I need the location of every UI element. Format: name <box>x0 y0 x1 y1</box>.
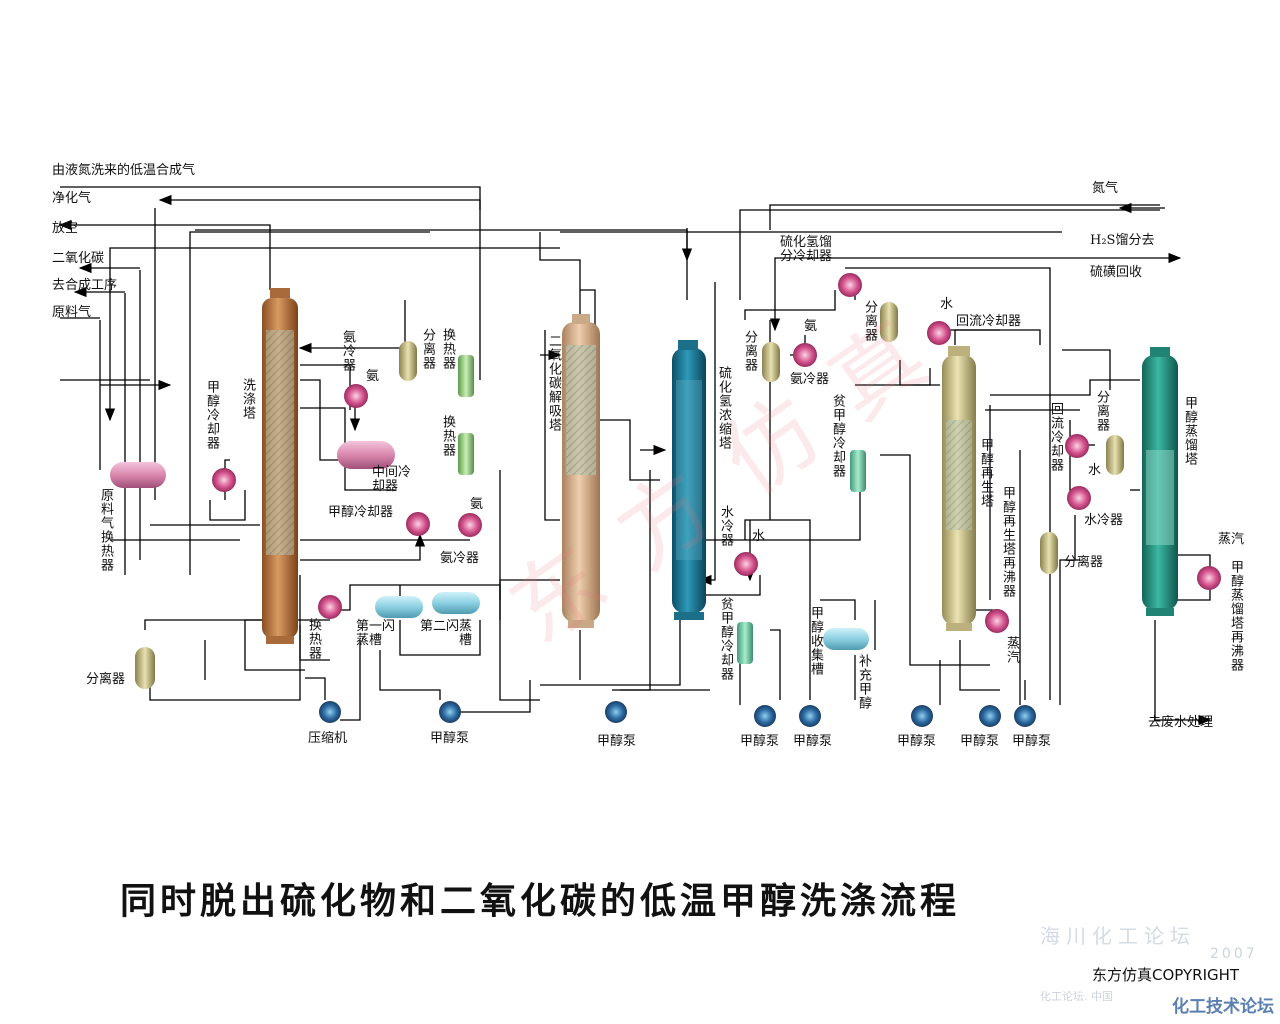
stream-label-liquid-nitrogen-syngas: 由液氮洗来的低温合成气 <box>52 163 196 178</box>
label-methanol-regen-tower: 甲醇再生塔 <box>978 438 993 508</box>
label-water-cooler-2: 水冷器 <box>1084 513 1124 528</box>
stream-label-feed-gas: 原料气 <box>52 305 92 320</box>
label-ammonia-2: 氨 <box>470 497 484 512</box>
separator-vessels[interactable] <box>135 302 1124 689</box>
pipe-lines <box>58 186 1212 726</box>
label-separator-6: 分离器 <box>1064 555 1104 570</box>
label-water-cooler-1: 水冷器 <box>718 505 733 547</box>
label-methanol-distill-tower: 甲醇蒸馏塔 <box>1182 396 1197 466</box>
label-flash-tank-2: 第二闪蒸槽 <box>419 619 472 648</box>
stream-label-to-synthesis: 去合成工序 <box>52 278 118 293</box>
label-lean-methanol-cooler-2: 贫甲醇冷却器 <box>718 597 733 681</box>
stream-label-waste-water: 去废水处理 <box>1148 715 1214 730</box>
label-pump-6: 甲醇泵 <box>960 734 1000 749</box>
h2s-concentration-tower[interactable] <box>672 340 706 620</box>
label-pump-4: 甲醇泵 <box>793 734 833 749</box>
label-heat-exchanger-2: 换热器 <box>440 415 455 457</box>
label-methanol-cooler-mid: 甲醇冷却器 <box>328 505 394 520</box>
flash-tank-1[interactable] <box>375 596 423 618</box>
label-separator-3: 分离器 <box>742 330 757 372</box>
label-pump-1: 甲醇泵 <box>430 731 470 746</box>
watermark-forum: 海川化工论坛 <box>1040 924 1196 948</box>
label-separator-5: 分离器 <box>1094 390 1109 432</box>
stream-label-co2: 二氧化碳 <box>52 251 105 266</box>
label-pump-2: 甲醇泵 <box>597 734 637 749</box>
stream-label-nitrogen: 氮气 <box>1092 181 1119 196</box>
pumps[interactable] <box>319 701 1036 727</box>
label-ammonia-cooler-1: 氨冷器 <box>340 330 355 372</box>
label-ammonia-cooler-3: 氨冷器 <box>790 372 830 387</box>
label-methanol-collect-tank: 甲醇收集槽 <box>808 606 823 676</box>
stream-label-vent: 放空 <box>52 221 79 236</box>
label-methanol-cooler-left: 甲醇冷却器 <box>204 380 219 450</box>
intermediate-cooler-vessel[interactable] <box>337 441 395 469</box>
label-pump-5: 甲醇泵 <box>897 734 937 749</box>
label-lean-methanol-cooler-1: 贫甲醇冷却器 <box>830 394 845 478</box>
flash-tank-2[interactable] <box>432 592 480 614</box>
label-water-1: 水 <box>940 297 954 312</box>
watermark-year: 2007 <box>1210 946 1258 962</box>
stream-label-purified-gas: 净化气 <box>52 191 92 206</box>
watermark-site: 化工论坛. 中国 <box>1040 990 1113 1003</box>
label-co2-desorption-tower: 二氧化碳解吸塔 <box>546 334 561 432</box>
label-pump-3: 甲醇泵 <box>740 734 780 749</box>
label-steam-2: 蒸汽 <box>1218 532 1245 547</box>
label-ammonia-3: 氨 <box>804 319 818 334</box>
label-water-3: 水 <box>1088 463 1102 478</box>
label-h2s-concentration-tower: 硫化氢浓缩塔 <box>716 366 731 450</box>
label-heat-exchanger-1: 换热器 <box>440 328 455 370</box>
diagram-title: 同时脱出硫化物和二氧化碳的低温甲醇洗涤流程 <box>120 880 961 922</box>
label-flash-tank-1: 第一闪蒸槽 <box>356 619 396 648</box>
label-water-2: 水 <box>752 529 766 544</box>
label-ammonia-cooler-2: 氨冷器 <box>440 551 480 566</box>
stream-label-h2s-cut: H₂S馏分去 <box>1090 233 1155 248</box>
label-separator-4: 分离器 <box>862 300 877 342</box>
label-wash-tower: 洗涤塔 <box>240 378 255 420</box>
label-pump-7: 甲醇泵 <box>1012 734 1052 749</box>
label-compressor: 压缩机 <box>308 731 348 746</box>
heat-exchangers[interactable] <box>458 355 866 664</box>
forum-badge: 化工技术论坛 <box>1172 997 1274 1017</box>
label-steam-1: 蒸汽 <box>1004 636 1019 664</box>
label-feed-gas-exchanger: 原料气换热器 <box>98 488 113 572</box>
methanol-collect-tank[interactable] <box>823 628 869 650</box>
label-reflux-cooler-1: 回流冷却器 <box>956 314 1022 329</box>
feed-gas-exchanger[interactable] <box>110 462 166 488</box>
stream-label-sulfur-recovery: 硫磺回收 <box>1090 265 1143 280</box>
methanol-regen-tower[interactable] <box>942 346 976 631</box>
cooler-circles[interactable] <box>212 273 1221 633</box>
label-reflux-cooler-2: 回流冷却器 <box>1048 402 1063 472</box>
label-regen-reboiler: 甲醇再生塔再沸器 <box>1000 486 1015 598</box>
label-separator-top: 分离器 <box>420 328 435 370</box>
methanol-distill-tower[interactable] <box>1142 347 1178 616</box>
label-distill-reboiler: 甲醇蒸馏塔再沸器 <box>1228 560 1243 672</box>
copyright-text: 东方仿真COPYRIGHT <box>1092 966 1240 984</box>
label-ammonia-1: 氨 <box>366 369 380 384</box>
label-makeup-methanol: 补充甲醇 <box>856 654 871 710</box>
label-separator-left: 分离器 <box>86 672 126 687</box>
label-intermediate-cooler: 中间冷却器 <box>372 465 412 494</box>
label-h2s-cut-cooler: 硫化氢馏分冷却器 <box>780 235 833 264</box>
label-heat-exchanger-3: 换热器 <box>306 618 321 660</box>
wash-tower[interactable] <box>262 288 298 644</box>
co2-desorption-tower[interactable] <box>562 314 600 628</box>
